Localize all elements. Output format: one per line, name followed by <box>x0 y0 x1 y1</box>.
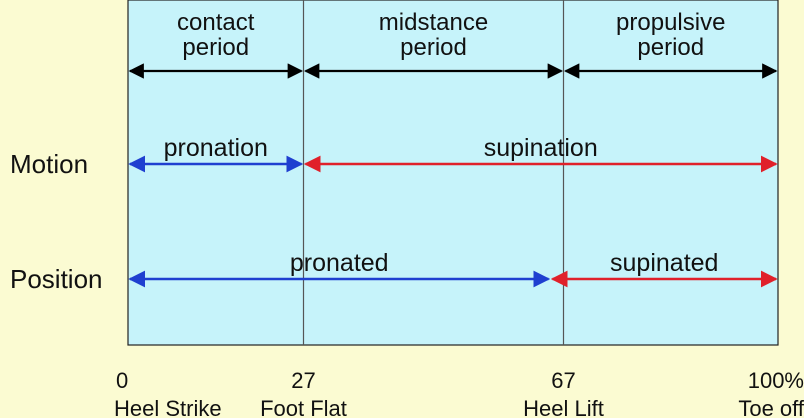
tick-event: Toe off <box>738 396 804 418</box>
segment-label: pronation <box>164 134 268 162</box>
period-headers: contactperiodmidstanceperiodpropulsivepe… <box>128 9 778 79</box>
segment-label: pronated <box>290 249 389 277</box>
tick-event: Heel Strike <box>114 396 222 418</box>
tick-value: 100% <box>748 368 804 393</box>
tick-event: Heel Lift <box>523 396 604 418</box>
row-label: Position <box>10 264 103 294</box>
tick-value: 0 <box>116 368 128 393</box>
tick-value: 67 <box>551 368 575 393</box>
segment-label: supinated <box>610 249 718 277</box>
period-label: propulsive <box>616 9 725 36</box>
period-label: contact <box>177 9 255 36</box>
phase-dividers <box>302 0 565 345</box>
period-label: midstance <box>379 9 488 36</box>
tick-event: Foot Flat <box>260 396 347 418</box>
row-label: Motion <box>10 149 88 179</box>
segment-label: supination <box>484 134 598 162</box>
period-label: period <box>400 34 467 61</box>
period-label: period <box>637 34 704 61</box>
tick-value: 27 <box>291 368 315 393</box>
period-label: period <box>182 34 249 61</box>
diagram-panel <box>127 0 779 346</box>
